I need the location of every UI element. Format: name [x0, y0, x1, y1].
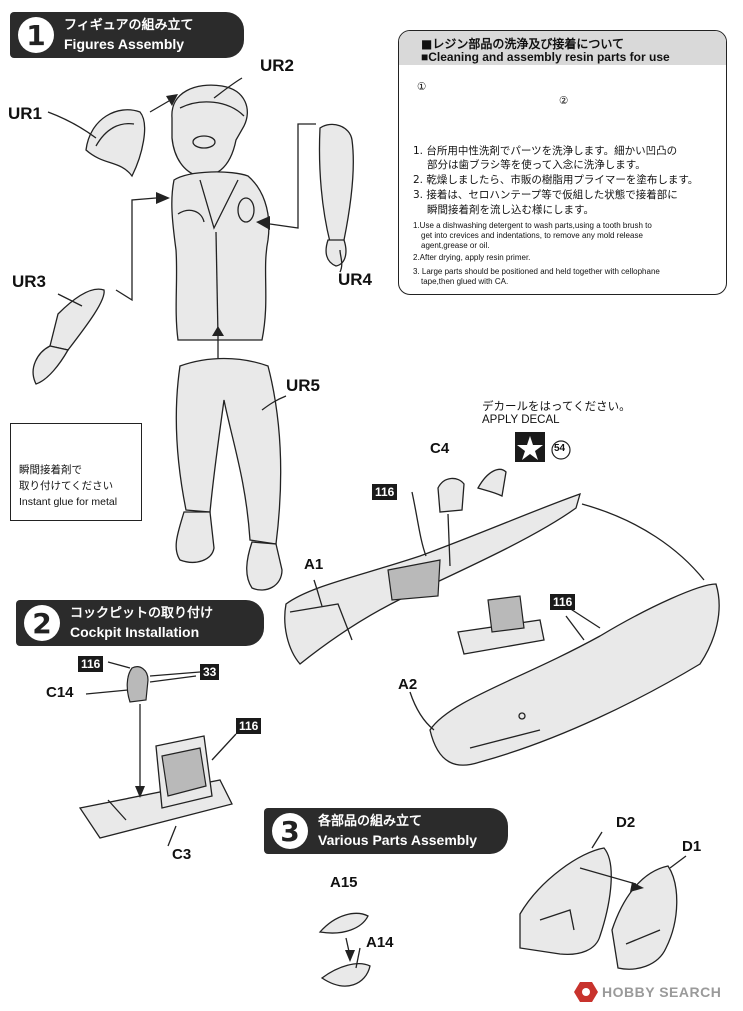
resin-note-jp-1b: 部分は歯ブラシ等を使って入念に洗浄します。 [427, 159, 646, 171]
decal-number: 54 [554, 443, 566, 454]
assembly-arrows [47, 77, 343, 411]
resin-note-en-1c: agent,grease or oil. [421, 241, 490, 250]
watermark-text: HOBBY SEARCH [602, 984, 722, 1000]
resin-note-en-3b: tape,then glued with CA. [421, 277, 509, 286]
resin-note-jp-2: 2. 乾燥しましたら、市販の樹脂用プライマーを塗布します。 [413, 174, 699, 186]
figure-drawing [32, 84, 354, 591]
resin-note-en-1a: 1.Use a dishwashing detergent to wash pa… [413, 221, 652, 230]
resin-title-jp: ■レジン部品の洗浄及び接着について [421, 37, 624, 51]
decal-note-en: APPLY DECAL [482, 414, 560, 426]
step2-title-jp: コックピットの取り付け [70, 606, 214, 621]
step1-header: 1 フィギュアの組み立て Figures Assembly [10, 12, 244, 58]
step3-number: 3 [272, 813, 308, 849]
resin-note-jp-1a: 1. 台所用中性洗剤でパーツを洗浄します。細かい凹凸の [413, 145, 678, 157]
part-code-116-fuselage: 116 [550, 594, 576, 610]
part-label-c14: C14 [46, 684, 74, 701]
part-label-ur1: UR1 [8, 104, 43, 123]
resin-title-en: ■Cleaning and assembly resin parts for u… [421, 50, 670, 64]
part-label-ur3: UR3 [12, 272, 47, 291]
cockpit-drawing [78, 661, 237, 847]
step1-number: 1 [18, 17, 54, 53]
resin-info-header [399, 31, 726, 65]
resin-note-en-2: 2.After drying, apply resin primer. [413, 253, 531, 262]
step3-drawings [318, 831, 687, 987]
step2-number: 2 [24, 605, 60, 641]
part-code-116-c14: 116 [78, 656, 104, 672]
resin-info-box: ■レジン部品の洗浄及び接着について ■Cleaning and assembly… [398, 30, 727, 295]
resin-fig2-marker: ② [559, 95, 569, 107]
resin-note-jp-3b: 瞬間接着剤を流し込む様にします。 [427, 204, 594, 216]
part-code-33: 33 [200, 664, 220, 680]
part-label-ur5: UR5 [286, 376, 321, 395]
part-label-a14: A14 [366, 934, 394, 951]
part-label-a1: A1 [304, 556, 324, 573]
part-label-ur2: UR2 [260, 56, 295, 75]
step3-header: 3 各部品の組み立て Various Parts Assembly [264, 808, 508, 854]
resin-note-jp-3a: 3. 接着は、セロハンテープ等で仮組した状態で接着部に [413, 189, 678, 201]
resin-note-en-3a: 3. Large parts should be positioned and … [413, 267, 660, 276]
resin-note-en-1b: get into crevices and indentations, to r… [421, 231, 643, 240]
step1-title-en: Figures Assembly [64, 36, 185, 52]
hobby-search-logo [574, 982, 598, 1002]
step3-title-jp: 各部品の組み立て [318, 814, 423, 829]
part-code-116-c3: 116 [236, 718, 262, 734]
glue-note-en: Instant glue for metal [19, 496, 118, 508]
part-label-c4: C4 [430, 440, 450, 457]
step2-title-en: Cockpit Installation [70, 624, 200, 640]
part-label-a2: A2 [398, 676, 418, 693]
glue-note-box: 瞬間接着剤で 取り付けてください Instant glue for metal [10, 423, 142, 521]
part-label-c3: C3 [172, 846, 192, 863]
glue-note-jp-2: 取り付けてください [19, 480, 114, 492]
part-label-a15: A15 [330, 874, 358, 891]
decal-star-icon [515, 432, 571, 462]
step2-header: 2 コックピットの取り付け Cockpit Installation [16, 600, 264, 646]
resin-fig1-marker: ① [417, 81, 427, 93]
part-code-116-c4: 116 [372, 484, 398, 500]
glue-note-jp-1: 瞬間接着剤で [19, 464, 82, 476]
decal-note-jp: デカールをはってください。 [482, 399, 631, 413]
part-label-ur4: UR4 [338, 270, 373, 289]
step1-title-jp: フィギュアの組み立て [64, 18, 194, 33]
part-label-d1: D1 [682, 838, 702, 855]
part-label-d2: D2 [616, 814, 636, 831]
step3-title-en: Various Parts Assembly [318, 832, 478, 848]
fuselage-drawing [284, 468, 720, 766]
